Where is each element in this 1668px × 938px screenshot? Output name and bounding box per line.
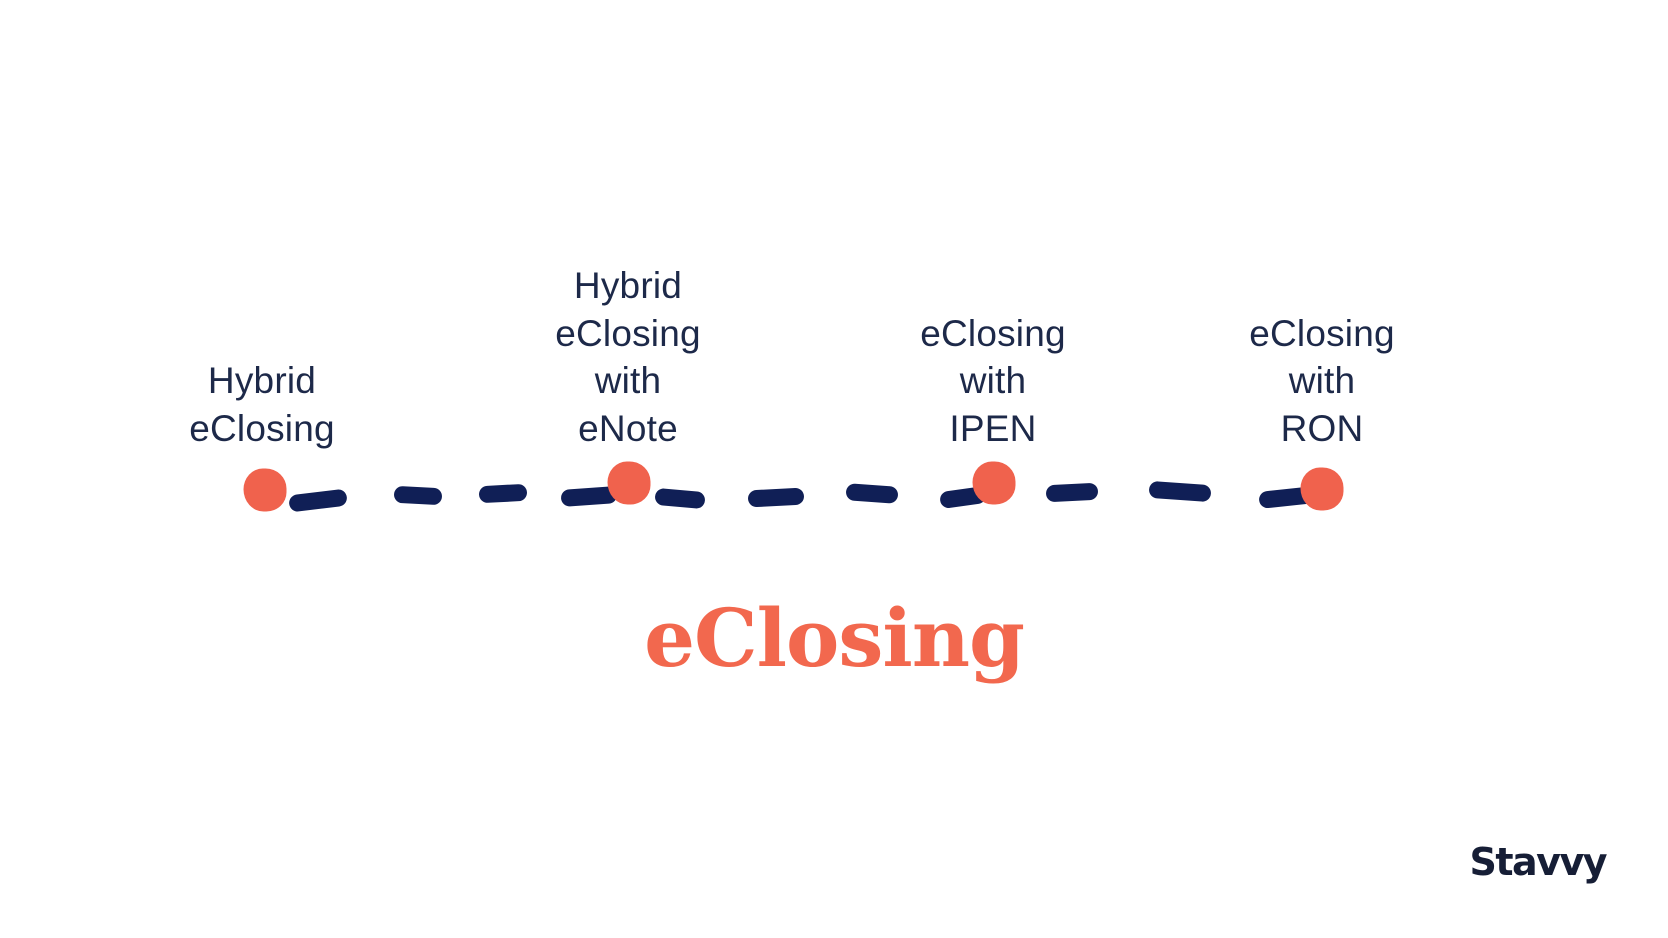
milestone-label-eclosing-ron: eClosing with RON [1249,312,1395,449]
milestone-dot-hybrid-eclosing-enote [607,461,651,505]
milestone-dot-hybrid-eclosing [243,468,287,512]
line-dash [478,483,528,503]
milestone-label-eclosing-ipen: eClosing with IPEN [920,312,1066,449]
line-dash [393,485,443,505]
line-dash [288,488,348,512]
milestone-dot-eclosing-ipen [972,461,1016,505]
line-dash [654,487,706,509]
milestone-label-hybrid-eclosing: Hybrid eClosing [189,360,335,449]
stavvy-logo: Stavvy [1469,840,1608,884]
line-dash [747,487,805,507]
line-dash [1045,482,1099,502]
page-title: eClosing [644,591,1025,685]
line-dash [1148,480,1212,502]
milestone-label-hybrid-eclosing-enote: Hybrid eClosing with eNote [555,265,701,449]
line-dash [845,482,899,504]
milestone-dot-eclosing-ron [1300,467,1344,511]
